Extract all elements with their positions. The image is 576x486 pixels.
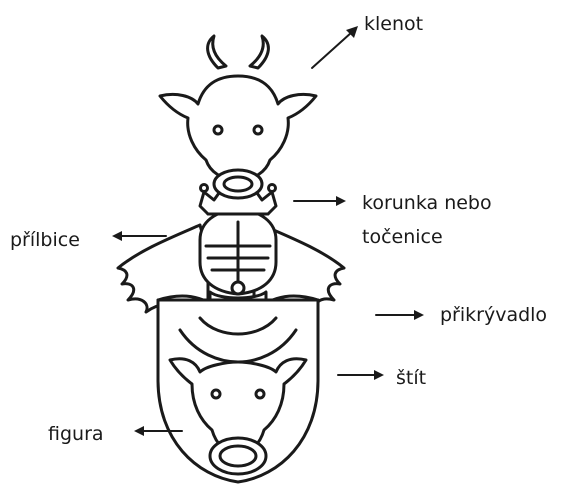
label-stit: štít <box>396 366 426 390</box>
crest-bull-head <box>160 36 316 198</box>
label-korunka-line1: korunka nebo <box>362 191 492 215</box>
label-figura: figura <box>48 422 104 446</box>
label-prikryvadlo: přikrývadlo <box>440 303 547 327</box>
label-korunka-line2: točenice <box>362 225 443 249</box>
label-klenot: klenot <box>364 12 423 36</box>
label-prilbice: přílbice <box>10 228 80 252</box>
helmet-drawing <box>200 210 276 300</box>
